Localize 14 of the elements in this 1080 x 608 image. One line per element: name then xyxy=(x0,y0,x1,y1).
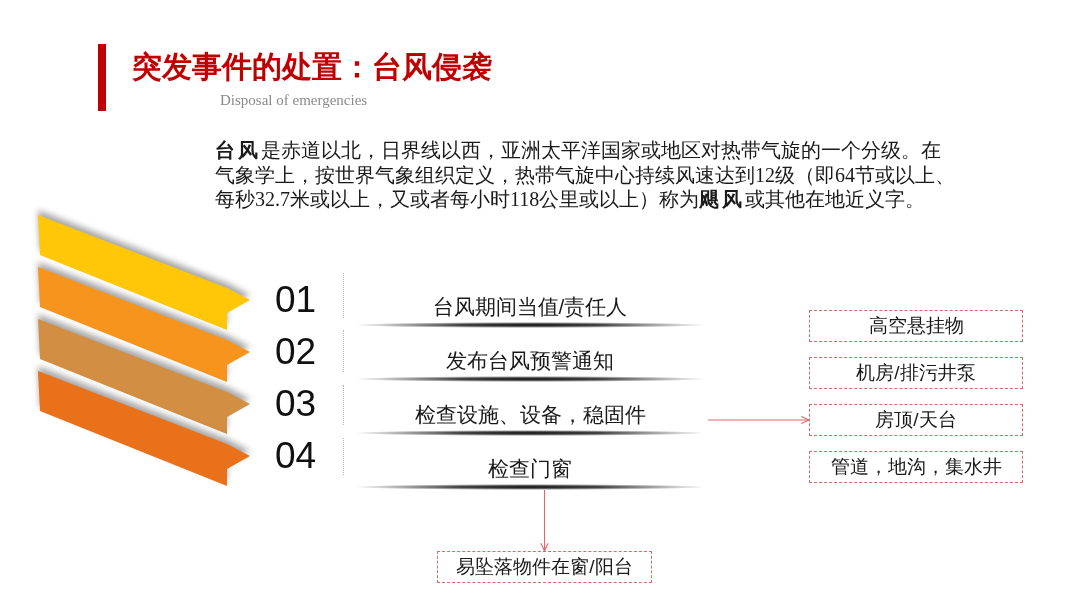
arrow xyxy=(707,415,810,425)
step-number: 04 xyxy=(275,435,317,477)
subtitle: Disposal of emergencies xyxy=(220,91,368,109)
dashed-item-box: 机房/排污井泵 xyxy=(809,357,1023,389)
dashed-item-box: 房顶/天台 xyxy=(809,404,1023,436)
step-number: 01 xyxy=(275,279,317,321)
dashed-item-box: 易坠落物件在窗/阳台 xyxy=(437,551,652,583)
step-number: 03 xyxy=(275,383,317,425)
dashed-item-box: 高空悬挂物 xyxy=(809,310,1023,342)
step-number: 02 xyxy=(275,331,317,373)
dashed-item-box: 管道，地沟，集水井 xyxy=(809,451,1023,483)
arrow xyxy=(540,489,549,552)
description-paragraph: 台风是赤道以北，日界线以西，亚洲太平洋国家或地区对热带气旋的一个分级。在气象学上，按世界气象组织定义，热带气旋中心持续风速达到12级（即64节或以上、每秒32.7米或以上，又或者每小时118公里或以上）称为飓风或其他在地近义字。 xyxy=(215,138,956,212)
title: 突发事件的处置：台风侵袭 xyxy=(132,49,492,85)
